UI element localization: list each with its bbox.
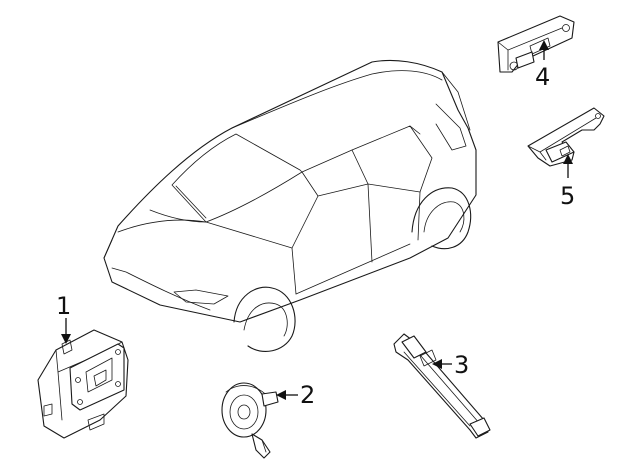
callout-arrowhead-5 — [563, 154, 573, 164]
part-2-horn — [221, 382, 279, 459]
callout-arrowhead-4 — [539, 40, 549, 50]
callout-label-3: 3 — [454, 351, 469, 379]
callout-arrows — [61, 40, 573, 400]
callout-labels: 1 2 3 4 5 — [56, 63, 575, 409]
callout-arrowhead-3 — [432, 359, 442, 369]
part-3-antenna — [393, 333, 491, 439]
callout-label-5: 5 — [560, 182, 575, 210]
part-1-control-module — [37, 329, 129, 439]
vehicle-illustration — [103, 59, 477, 352]
callout-arrowhead-1 — [61, 334, 71, 344]
callout-label-4: 4 — [535, 63, 550, 91]
callout-label-1: 1 — [56, 292, 71, 320]
part-5-sensor-bracket — [527, 107, 605, 167]
callout-arrowhead-2 — [276, 390, 286, 400]
callout-label-2: 2 — [300, 381, 315, 409]
